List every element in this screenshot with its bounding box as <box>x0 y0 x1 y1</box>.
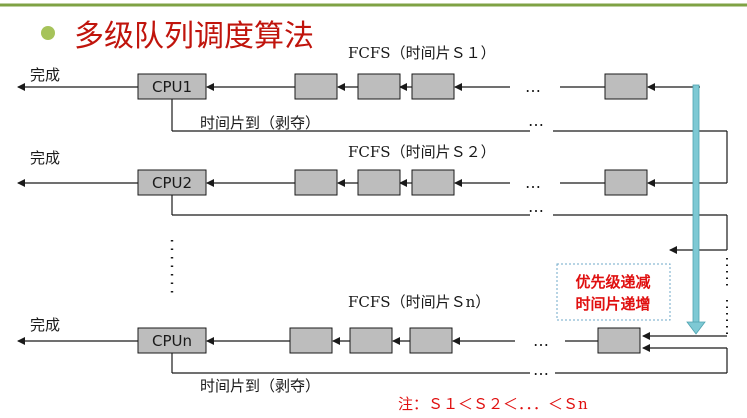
title-bullet <box>41 26 55 40</box>
queue-1-process-3 <box>411 73 455 100</box>
queue-1-process-tail <box>604 73 648 100</box>
preempt-2-ellipsis: … <box>528 197 544 216</box>
queue-2-process-2 <box>357 169 401 196</box>
queue-n-process-3 <box>409 327 453 354</box>
cpu-2-label: CPU2 <box>152 174 192 192</box>
preempt-1-ellipsis: … <box>528 111 544 130</box>
queue-n-process-1 <box>289 327 333 354</box>
queue-1-done-label: 完成 <box>30 66 60 84</box>
queue-1-ellipsis: … <box>525 77 541 96</box>
queue-n-done-label: 完成 <box>30 316 60 334</box>
queue-1-process-1 <box>294 73 338 100</box>
preempt-n-label: 时间片到（剥夺） <box>200 377 320 395</box>
queue-n-process-tail <box>597 327 641 354</box>
legend-box <box>556 263 671 321</box>
queue-2-label: FCFS（时间片Ｓ２） <box>348 143 496 161</box>
queue-1-process-2 <box>357 73 401 100</box>
queue-2-process-1 <box>294 169 338 196</box>
queue-2-process-tail <box>604 169 648 196</box>
legend-line-1: 优先级递减 <box>575 273 650 291</box>
preempt-n-ellipsis: … <box>533 360 549 379</box>
legend-line-2: 时间片递增 <box>575 295 650 313</box>
queue-2-done-label: 完成 <box>30 149 60 167</box>
queue-n-process-2 <box>349 327 393 354</box>
preempt-1-label: 时间片到（剥夺） <box>200 114 320 132</box>
cpu-1-label: CPU1 <box>152 78 192 96</box>
priority-arrow-shaft <box>692 84 700 324</box>
slide-title: 多级队列调度算法 <box>74 19 314 54</box>
footnote: 注：Ｓ１＜Ｓ２＜．．．＜Ｓn <box>398 395 588 413</box>
cpu-n-label: CPUn <box>152 332 192 350</box>
queue-2-process-3 <box>411 169 455 196</box>
queue-1-label: FCFS（时间片Ｓ１） <box>348 44 496 62</box>
queue-n-label: FCFS（时间片Ｓn） <box>348 293 490 311</box>
queue-n-ellipsis: … <box>533 331 549 350</box>
queue-2-ellipsis: … <box>525 173 541 192</box>
priority-arrow-head <box>686 321 706 335</box>
